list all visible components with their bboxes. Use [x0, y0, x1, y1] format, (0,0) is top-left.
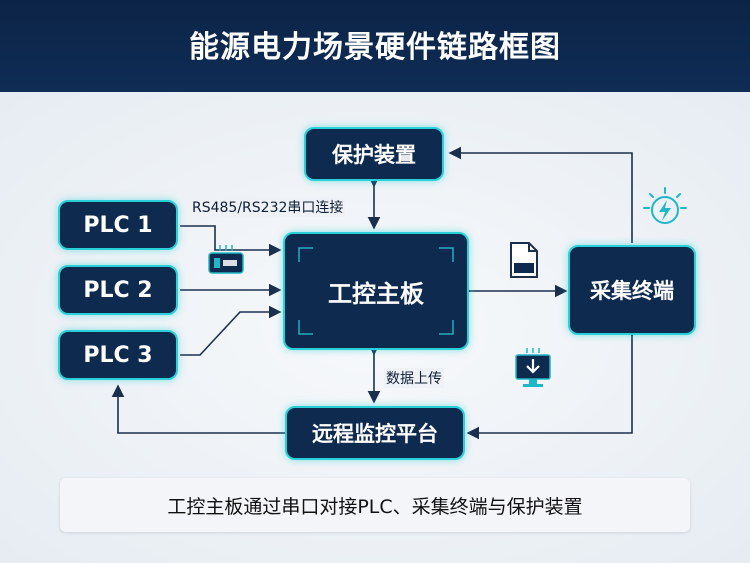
node-plc2: PLC 2 [58, 265, 178, 315]
node-platform-label: 远程监控平台 [312, 422, 438, 446]
edge-plc1-board [180, 225, 282, 257]
node-plc1: PLC 1 [58, 200, 178, 250]
edge-collector-platform [466, 324, 639, 440]
caption-text: 工控主板通过串口对接PLC、采集终端与保护装置 [167, 495, 583, 518]
node-protection: 保护装置 [304, 127, 444, 181]
edge-label-serial: RS485/RS232串口连接 [190, 197, 346, 217]
header-bar: 能源电力场景硬件链路框图 [0, 0, 750, 92]
node-platform: 远程监控平台 [285, 406, 465, 460]
node-board: 工控主板 [283, 232, 469, 350]
edge-label-upload: 数据上传 [384, 368, 444, 388]
node-plc2-label: PLC 2 [83, 277, 153, 303]
page-title: 能源电力场景硬件链路框图 [189, 30, 561, 65]
caption-box: 工控主板通过串口对接PLC、采集终端与保护装置 [60, 478, 690, 532]
lightning-bulb-icon [643, 187, 687, 224]
document-icon [510, 242, 538, 278]
board-corner-brackets [298, 247, 454, 335]
node-protection-label: 保护装置 [332, 143, 416, 167]
node-collector: 采集终端 [568, 245, 696, 335]
download-monitor-icon [515, 348, 551, 387]
edge-collector-protection [448, 146, 633, 243]
node-plc3-label: PLC 3 [83, 342, 153, 368]
node-plc3: PLC 3 [58, 330, 178, 380]
node-collector-label: 采集终端 [590, 279, 674, 303]
node-board-label: 工控主板 [328, 279, 424, 308]
edge-plc3-board [180, 305, 282, 356]
edge-platform-plc3 [111, 384, 285, 434]
node-plc1-label: PLC 1 [83, 212, 153, 238]
serial-adapter-icon [208, 245, 244, 274]
